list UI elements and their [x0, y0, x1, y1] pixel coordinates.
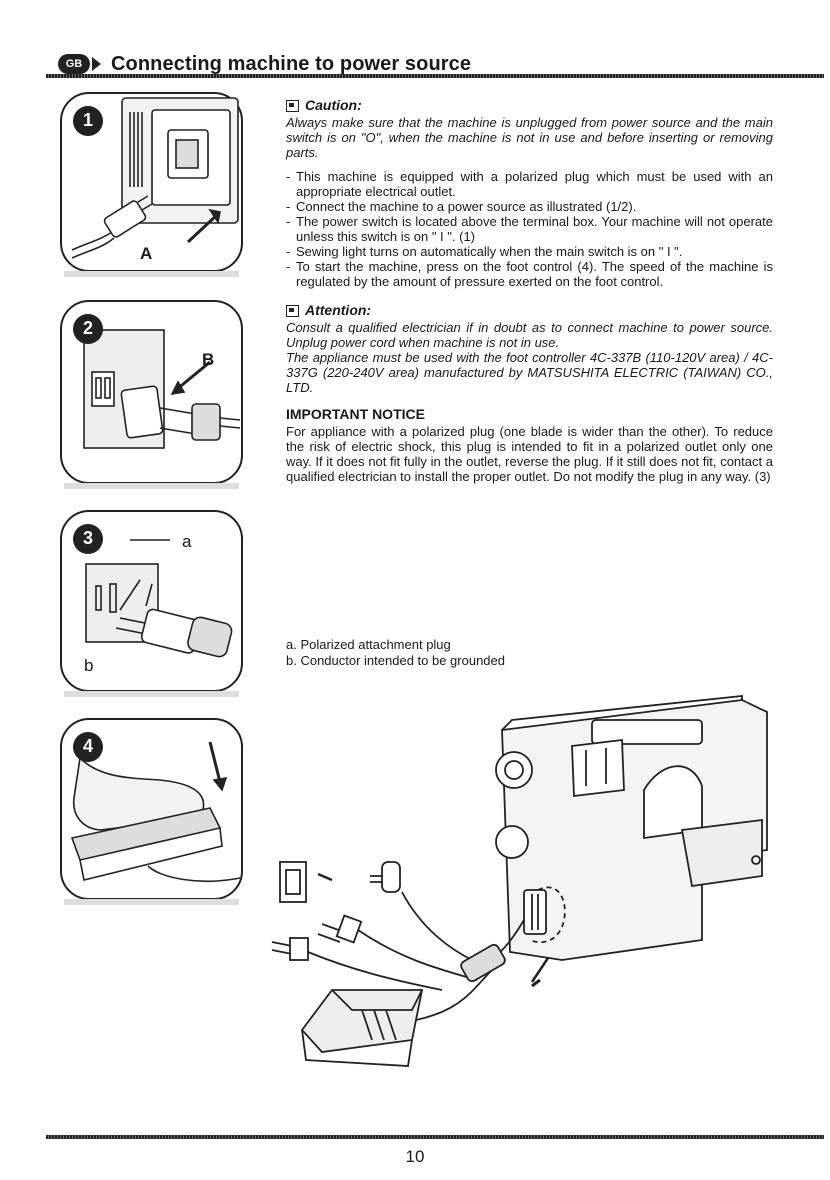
list-item-text: Connect the machine to a power source as… [296, 199, 637, 214]
attention-heading-label: Attention: [305, 302, 372, 318]
list-item-text: To start the machine, press on the foot … [296, 259, 773, 289]
instruction-list: -This machine is equipped with a polariz… [286, 169, 773, 289]
foot-control-illustration [60, 718, 243, 905]
figure-panel-1: 1 A [60, 92, 243, 287]
list-item: -This machine is equipped with a polariz… [286, 169, 773, 199]
page-title: Connecting machine to power source [111, 52, 472, 75]
panel-1-number: 1 [82, 110, 93, 130]
warning-icon [286, 99, 299, 112]
panel-3-number: 3 [82, 528, 93, 548]
figure-panel-3: 3 a b [60, 510, 243, 710]
figure-legend: a. Polarized attachment plug b. Conducto… [286, 637, 505, 669]
panel-2-label: B [202, 350, 215, 369]
attention-text-2: The appliance must be used with the foot… [286, 350, 773, 395]
badge-arrow-icon [92, 57, 101, 71]
attention-text-1: Consult a qualified electrician if in do… [286, 320, 773, 350]
caution-heading-label: Caution: [305, 97, 362, 113]
panel-2-number: 2 [82, 318, 93, 338]
language-badge: GB [58, 54, 90, 74]
machine-setup-drawing [271, 695, 768, 1067]
legend-item-a: a. Polarized attachment plug [286, 637, 451, 652]
attention-heading: Attention: [286, 303, 773, 318]
wall-outlet-illustration [60, 300, 243, 489]
polarized-plug-illustration [60, 510, 243, 697]
caution-heading: Caution: [286, 98, 773, 113]
footer-rule [46, 1135, 824, 1139]
sewing-machine-illustration [262, 690, 782, 1085]
panel-3-label-a: a [182, 532, 192, 551]
list-item: -To start the machine, press on the foot… [286, 259, 773, 289]
list-item: -The power switch is located above the t… [286, 214, 773, 244]
warning-icon [286, 304, 299, 317]
list-item-text: The power switch is located above the te… [296, 214, 773, 244]
notice-heading: IMPORTANT NOTICE [286, 406, 425, 422]
language-badge-label: GB [65, 58, 83, 70]
legend-item-b: b. Conductor intended to be grounded [286, 653, 506, 668]
list-item-text: Sewing light turns on automatically when… [296, 244, 683, 259]
list-item: -Sewing light turns on automatically whe… [286, 244, 773, 259]
list-item: -Connect the machine to a power source a… [286, 199, 773, 214]
header-rule [46, 74, 824, 78]
list-item-text: This machine is equipped with a polarize… [296, 169, 773, 199]
panel-1-label: A [140, 244, 153, 263]
figure-panel-4: 4 [60, 718, 243, 913]
notice-text: For appliance with a polarized plug (one… [286, 424, 773, 484]
panel-4-number: 4 [82, 736, 93, 756]
page-header: GB Connecting machine to power source [58, 50, 471, 78]
instructions-column: Caution: Always make sure that the machi… [286, 98, 773, 484]
page-number: 10 [405, 1147, 425, 1166]
figure-panel-2: 2 B [60, 300, 243, 500]
caution-text: Always make sure that the machine is unp… [286, 115, 773, 160]
panel-3-label-b: b [84, 656, 94, 675]
switch-illustration [60, 92, 243, 277]
